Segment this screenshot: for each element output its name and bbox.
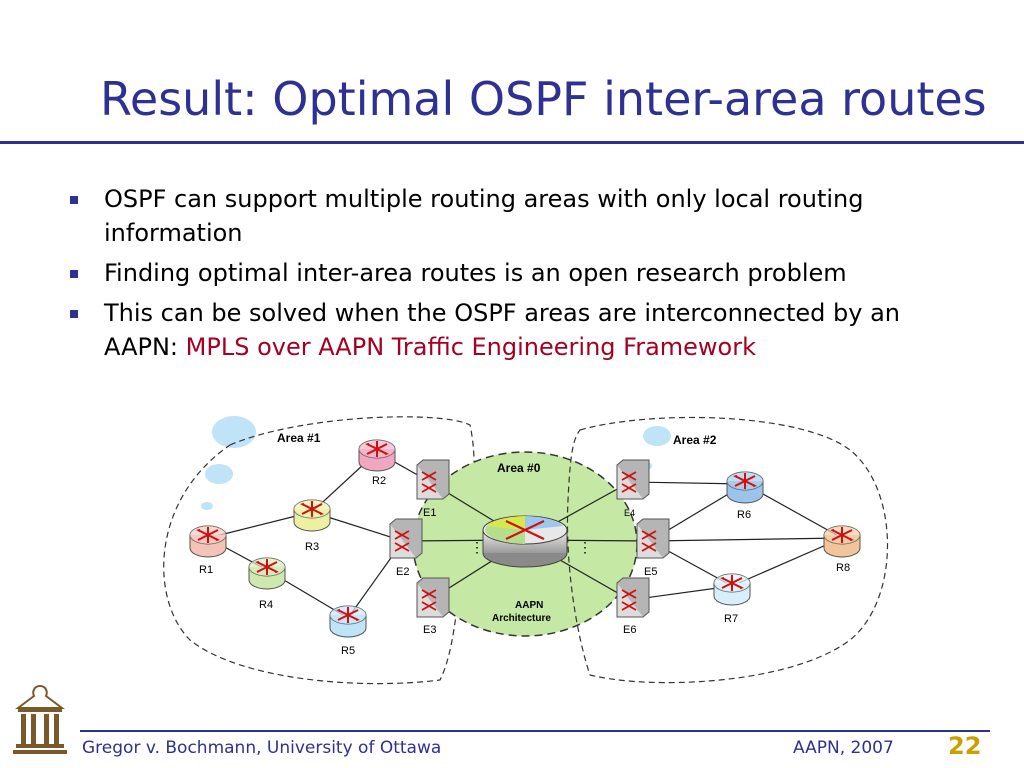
ellipsis-left: ⋮ (470, 539, 484, 555)
bullet-marker-icon (70, 310, 78, 318)
footer-author: Gregor v. Bochmann, University of Ottawa (82, 738, 442, 758)
title-divider (0, 141, 1024, 144)
router-label-r1: R1 (199, 564, 213, 576)
bullet-item: Finding optimal inter-area routes is an … (66, 256, 966, 290)
footer-event: AAPN, 2007 (793, 738, 894, 758)
router-label-r6: R6 (737, 509, 751, 521)
area1-label: Area #1 (277, 431, 321, 445)
router-label-r3: R3 (305, 541, 319, 553)
edge-switch-icon (416, 577, 450, 618)
router-icon (823, 525, 861, 558)
slide-title: Result: Optimal OSPF inter-area routes (100, 72, 987, 126)
edge-switch-icon (636, 518, 670, 559)
router-label-r8: R8 (836, 562, 850, 574)
edge-label-e5: E5 (644, 566, 657, 578)
router-icon (189, 525, 227, 558)
router-icon (358, 439, 396, 472)
bullet-list: OSPF can support multiple routing areas … (66, 182, 966, 370)
core-label-line2: Architecture (492, 613, 551, 624)
aapn-core-switch (482, 515, 568, 568)
edge-label-e4: E4 (624, 508, 635, 518)
university-logo (13, 684, 67, 754)
edge-label-e3: E3 (423, 624, 436, 636)
router-label-r4: R4 (259, 599, 273, 611)
router-icon (293, 499, 331, 532)
bubble-shape (201, 502, 213, 510)
ellipsis-right: ⋮ (578, 539, 592, 555)
router-label-r5: R5 (341, 645, 355, 657)
bullet-marker-icon (70, 196, 78, 204)
bubble-shape (212, 416, 256, 448)
router-icon (726, 471, 764, 504)
bullet-marker-icon (70, 270, 78, 278)
core-label-line1: AAPN (515, 600, 543, 611)
bubble-shape (643, 426, 671, 446)
area0-label: Area #0 (497, 461, 541, 475)
bullet-item: OSPF can support multiple routing areas … (66, 182, 966, 250)
edge-label-e2: E2 (396, 566, 409, 578)
edge-label-e1: E1 (423, 507, 436, 519)
bullet-item: This can be solved when the OSPF areas a… (66, 296, 966, 364)
edge-switch-icon (616, 459, 650, 500)
edge-switch-icon (416, 459, 450, 500)
page-number: 22 (948, 732, 982, 760)
bullet-text: This can be solved when the OSPF areas a… (104, 299, 900, 361)
router-icon (329, 605, 367, 638)
router-label-r7: R7 (724, 613, 738, 625)
router-label-r2: R2 (372, 475, 386, 487)
edge-switch-icon (616, 577, 650, 618)
edge-switch-icon (389, 518, 423, 559)
area1-boundary (163, 416, 475, 685)
bubble-shape (205, 464, 233, 484)
area2-label: Area #2 (673, 433, 717, 447)
footer-divider (80, 730, 990, 732)
bullet-text: Finding optimal inter-area routes is an … (104, 259, 847, 287)
edge-label-e6: E6 (623, 624, 636, 636)
router-icon (248, 557, 286, 590)
router-icon (713, 573, 751, 606)
bullet-highlight: MPLS over AAPN Traffic Engineering Frame… (185, 333, 756, 361)
bullet-text: OSPF can support multiple routing areas … (104, 185, 864, 247)
